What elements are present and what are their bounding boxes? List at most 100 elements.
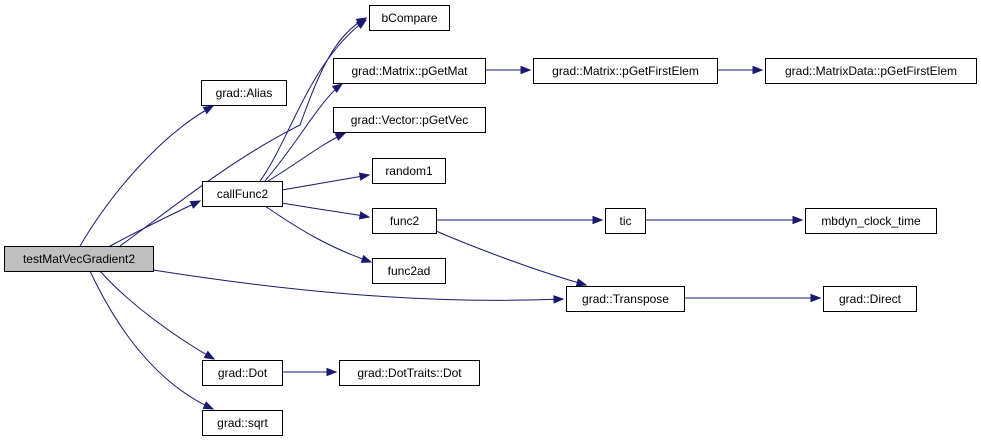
edge-line xyxy=(89,270,214,410)
node-random1[interactable]: random1 xyxy=(372,158,446,184)
edge-func2-to-tic xyxy=(436,215,604,225)
edge-line xyxy=(281,202,370,218)
node-label: callFunc2 xyxy=(217,187,269,201)
arrowhead-icon xyxy=(203,350,216,360)
arrowhead-icon xyxy=(331,83,344,94)
node-grad_MatrixData_pGetFirstElem[interactable]: grad::MatrixData::pGetFirstElem xyxy=(765,58,977,84)
arrowhead-icon xyxy=(792,215,804,225)
node-label: tic xyxy=(620,214,632,228)
node-box xyxy=(4,246,154,272)
node-box xyxy=(333,58,486,84)
node-label: grad::Dot xyxy=(218,366,268,380)
node-grad_Alias[interactable]: grad::Alias xyxy=(201,80,287,106)
node-testMatVecGradient2[interactable]: testMatVecGradient2 xyxy=(4,246,154,272)
edge-callFunc2-to-grad_Vector_pGetVec xyxy=(267,132,347,182)
node-grad_Transpose[interactable]: grad::Transpose xyxy=(566,286,685,312)
edge-line xyxy=(264,83,343,182)
arrowhead-icon xyxy=(358,211,371,220)
edge-testMatVecGradient2-to-callFunc2 xyxy=(109,200,202,247)
node-label: grad::Vector::pGetVec xyxy=(351,113,468,127)
arrowhead-icon xyxy=(810,293,822,303)
edge-callFunc2-to-grad_Matrix_pGetMat xyxy=(264,83,344,182)
node-label: grad::MatrixData::pGetFirstElem xyxy=(785,64,957,78)
node-tic[interactable]: tic xyxy=(605,208,646,234)
edge-line xyxy=(99,270,215,360)
edge-line xyxy=(259,19,367,182)
node-bCompare[interactable]: bCompare xyxy=(369,5,450,31)
edge-line xyxy=(109,200,201,247)
edge-line xyxy=(264,205,372,263)
node-label: grad::Matrix::pGetFirstElem xyxy=(552,64,699,78)
node-grad_Dot[interactable]: grad::Dot xyxy=(202,360,283,386)
node-box xyxy=(202,181,283,207)
edge-testMatVecGradient2-to-grad_Alias xyxy=(79,105,215,247)
node-box xyxy=(765,58,977,84)
node-label: testMatVecGradient2 xyxy=(23,252,135,266)
edge-line xyxy=(152,269,564,301)
nodes-layer: testMatVecGradient2grad::AliascallFunc2g… xyxy=(4,5,977,436)
node-label: random1 xyxy=(385,164,433,178)
node-box xyxy=(805,208,937,234)
arrowhead-icon xyxy=(358,172,371,181)
node-mbdyn_clock_time[interactable]: mbdyn_clock_time xyxy=(805,208,937,234)
arrowhead-icon xyxy=(575,278,588,287)
edge-testMatVecGradient2-to-grad_sqrt xyxy=(89,270,215,410)
node-box xyxy=(201,80,287,106)
node-label: mbdyn_clock_time xyxy=(821,214,921,228)
node-grad_Direct[interactable]: grad::Direct xyxy=(823,286,917,312)
edge-testMatVecGradient2-to-bCompare xyxy=(119,17,368,247)
edge-grad_Transpose-to-grad_Direct xyxy=(683,293,822,303)
edge-testMatVecGradient2-to-grad_Dot xyxy=(99,270,216,360)
node-label: func2 xyxy=(390,214,420,228)
edge-line xyxy=(281,174,370,191)
arrowhead-icon xyxy=(326,367,338,377)
node-box xyxy=(369,5,450,31)
node-func2[interactable]: func2 xyxy=(372,208,437,234)
edge-line xyxy=(119,17,367,247)
node-box xyxy=(372,208,437,234)
edge-testMatVecGradient2-to-grad_Transpose xyxy=(152,269,565,304)
arrowhead-icon xyxy=(360,254,373,263)
node-grad_DotTraits_Dot[interactable]: grad::DotTraits::Dot xyxy=(339,360,480,386)
node-grad_sqrt[interactable]: grad::sqrt xyxy=(202,410,283,436)
edge-callFunc2-to-func2 xyxy=(281,202,371,220)
node-box xyxy=(202,410,283,436)
node-box xyxy=(605,208,646,234)
node-label: bCompare xyxy=(381,11,437,25)
edge-func2-to-grad_Transpose xyxy=(435,230,588,287)
edge-line xyxy=(435,230,587,286)
edges-layer xyxy=(79,17,822,410)
node-label: grad::Matrix::pGetMat xyxy=(351,64,468,78)
edge-line xyxy=(267,132,346,182)
edge-grad_Matrix_pGetMat-to-grad_Matrix_pGetFirstElem xyxy=(485,65,532,75)
arrowhead-icon xyxy=(520,65,532,75)
node-box xyxy=(533,58,718,84)
node-box xyxy=(566,286,685,312)
node-box xyxy=(372,158,446,184)
edge-line xyxy=(79,105,214,247)
node-box xyxy=(333,107,486,133)
edge-grad_Dot-to-grad_DotTraits_Dot xyxy=(282,367,338,377)
arrowhead-icon xyxy=(202,105,215,115)
node-label: grad::Transpose xyxy=(582,292,669,306)
node-grad_Matrix_pGetMat[interactable]: grad::Matrix::pGetMat xyxy=(333,58,486,84)
node-func2ad[interactable]: func2ad xyxy=(372,258,446,284)
node-label: grad::sqrt xyxy=(217,416,268,430)
node-box xyxy=(202,360,283,386)
edge-callFunc2-to-random1 xyxy=(281,172,371,191)
arrowhead-icon xyxy=(334,132,347,141)
edge-callFunc2-to-bCompare xyxy=(259,19,368,182)
node-label: grad::DotTraits::Dot xyxy=(357,366,462,380)
node-box xyxy=(372,258,446,284)
arrowhead-icon xyxy=(752,65,764,75)
node-label: func2ad xyxy=(388,264,431,278)
node-label: grad::Direct xyxy=(839,292,902,306)
edge-tic-to-mbdyn_clock_time xyxy=(645,215,804,225)
node-callFunc2[interactable]: callFunc2 xyxy=(202,181,283,207)
arrowhead-icon xyxy=(592,215,604,225)
edge-callFunc2-to-func2ad xyxy=(264,205,373,263)
node-grad_Vector_pGetVec[interactable]: grad::Vector::pGetVec xyxy=(333,107,486,133)
node-grad_Matrix_pGetFirstElem[interactable]: grad::Matrix::pGetFirstElem xyxy=(533,58,718,84)
arrowhead-icon xyxy=(355,19,368,29)
